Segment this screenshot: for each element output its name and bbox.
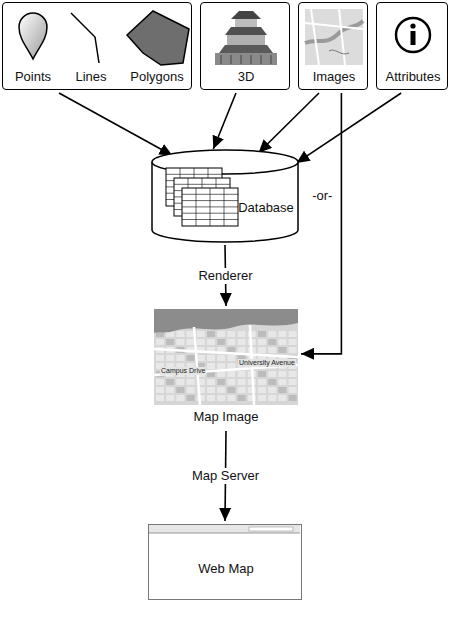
flow-arrow xyxy=(59,93,172,156)
flow-arrow xyxy=(297,93,402,163)
source-panel: Points Lines Polygons xyxy=(2,2,192,90)
database-label: Database xyxy=(238,200,294,216)
flow-arrow xyxy=(259,93,319,153)
flow-arrow xyxy=(301,93,341,354)
edge-label: Map Server xyxy=(189,468,262,484)
street-label: Campus Drive xyxy=(160,367,206,375)
street-label: University Avenue xyxy=(238,359,296,367)
points-label: Points xyxy=(15,69,51,85)
edge-label: Renderer xyxy=(195,268,255,284)
source-label: Images xyxy=(313,69,356,85)
source-box: Attributes xyxy=(376,2,448,90)
source-label: 3D xyxy=(238,69,255,85)
polygons-label: Polygons xyxy=(130,69,183,85)
web-map-window: Web Map xyxy=(148,524,302,600)
source-box: 3D xyxy=(200,2,290,90)
database-cylinder: Database xyxy=(152,150,298,242)
map-image-caption: Map Image xyxy=(193,409,258,425)
node-illustration xyxy=(152,150,298,242)
flow-arrow xyxy=(213,93,236,149)
source-label: Attributes xyxy=(386,69,441,85)
web-map-label: Web Map xyxy=(198,561,253,577)
lines-label: Lines xyxy=(75,69,106,85)
edge-label: -or- xyxy=(309,188,335,204)
source-box: Images xyxy=(298,2,368,90)
